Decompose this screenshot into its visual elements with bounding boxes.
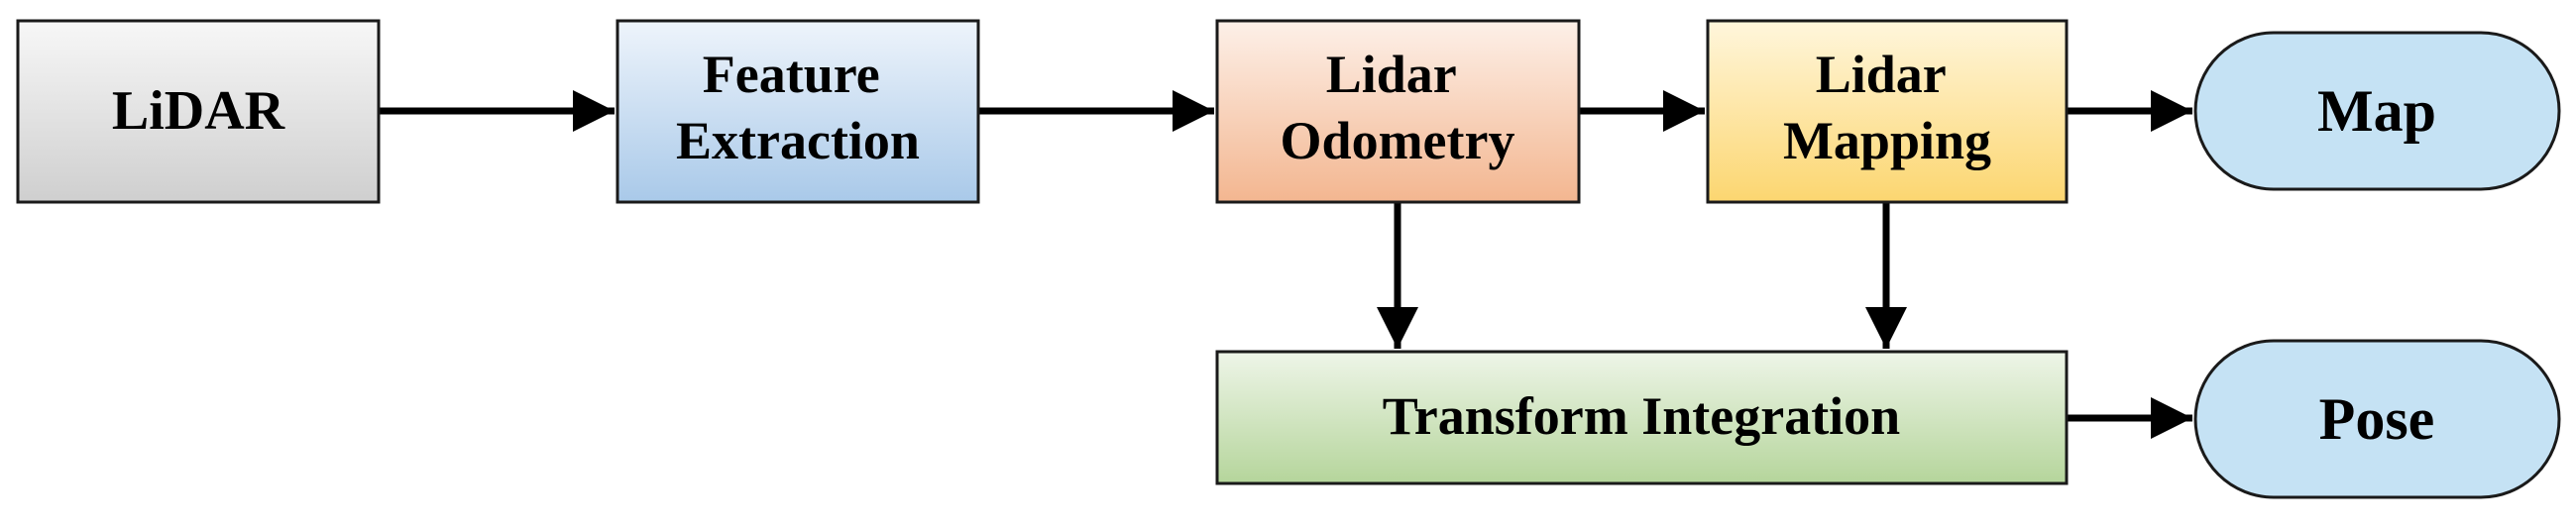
svg-text:Pose: Pose bbox=[2319, 386, 2435, 452]
node-transform-integration-label: Transform Integration bbox=[1383, 386, 1900, 446]
node-lidar-odometry-label-line-1: Lidar bbox=[1326, 45, 1456, 104]
node-lidar: LiDAR bbox=[16, 19, 381, 204]
svg-text:Transform Integration: Transform Integration bbox=[1383, 386, 1900, 446]
node-pose-label: Pose bbox=[2319, 386, 2435, 452]
node-lidar-mapping-label-line-2: Mapping bbox=[1783, 111, 1991, 170]
node-lidar-label: LiDAR bbox=[112, 80, 285, 142]
node-feature-extraction: Feature Extraction bbox=[616, 19, 980, 204]
svg-text:LiDAR: LiDAR bbox=[112, 80, 285, 142]
node-feature-extraction-label-line-1: Feature bbox=[703, 45, 880, 104]
node-pose: Pose bbox=[2193, 339, 2561, 499]
node-lidar-odometry: Lidar Odometry bbox=[1215, 19, 1581, 204]
node-lidar-mapping: Lidar Mapping bbox=[1706, 19, 2069, 204]
node-transform-integration: Transform Integration bbox=[1215, 350, 2069, 485]
node-lidar-mapping-label-line-1: Lidar bbox=[1816, 45, 1946, 104]
svg-text:Map: Map bbox=[2317, 78, 2436, 144]
node-map: Map bbox=[2193, 31, 2561, 191]
node-lidar-odometry-label-line-2: Odometry bbox=[1281, 111, 1515, 170]
svg-text:Feature Extraction: Feature Extraction bbox=[676, 45, 920, 170]
node-map-label: Map bbox=[2317, 78, 2436, 144]
svg-text:Lidar Odometry: Lidar Odometry bbox=[1281, 45, 1515, 170]
node-feature-extraction-label-line-2: Extraction bbox=[676, 111, 920, 170]
svg-text:Lidar Mapping: Lidar Mapping bbox=[1783, 45, 1991, 170]
